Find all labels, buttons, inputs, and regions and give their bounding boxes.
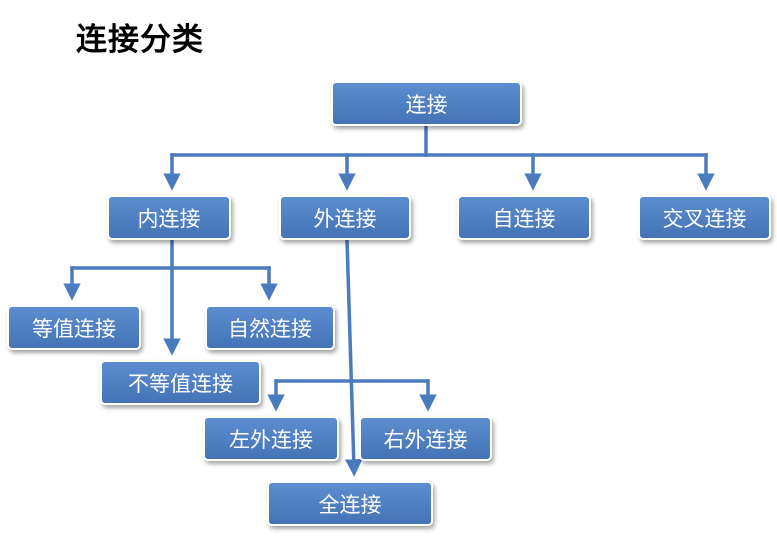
node-right-outer-join: 右外连接: [359, 416, 492, 461]
node-non-equi-join: 不等值连接: [100, 360, 261, 405]
node-inner-join: 内连接: [107, 195, 231, 240]
node-full-join: 全连接: [267, 481, 433, 526]
node-equi-join: 等值连接: [7, 305, 141, 350]
node-natural-join: 自然连接: [205, 305, 335, 350]
outer-stem-line: [344, 238, 363, 477]
page-title: 连接分类: [76, 22, 204, 58]
node-self-join: 自连接: [457, 195, 591, 240]
node-outer-join: 外连接: [279, 195, 411, 240]
node-left-outer-join: 左外连接: [203, 416, 339, 461]
node-cross-join: 交叉连接: [638, 195, 771, 240]
node-join: 连接: [331, 81, 522, 126]
